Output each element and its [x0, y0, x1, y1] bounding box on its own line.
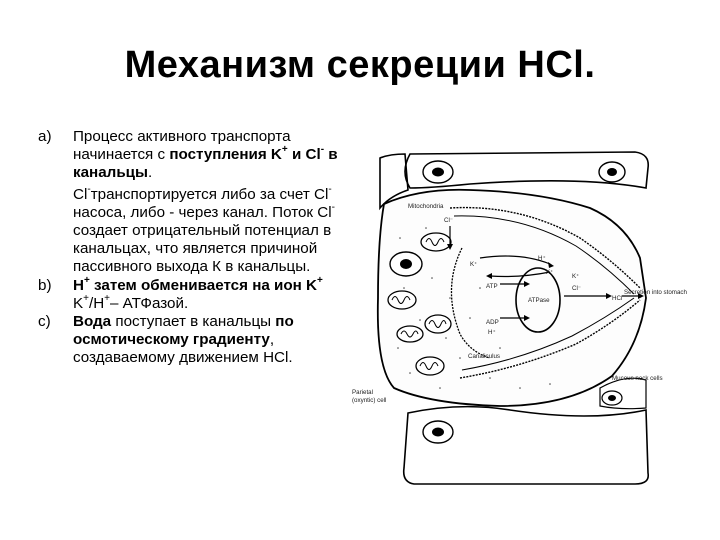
- superscript: +: [83, 293, 89, 304]
- parietal-cell-body: [378, 190, 646, 406]
- label-adp: ADP: [486, 319, 499, 326]
- label-canaliculus: Canaliculus: [468, 353, 500, 360]
- slide-title: Механизм секреции HCl.: [0, 44, 720, 87]
- note-text: создает отрицательный потенциал в каналь…: [73, 222, 331, 275]
- mitochondrion-5: [416, 357, 444, 375]
- label-k-plus-2: K⁺: [546, 269, 553, 276]
- item-bold: поступления K: [169, 146, 282, 163]
- label-cl-top: Cl⁻: [444, 217, 453, 224]
- superscript: -: [332, 202, 335, 213]
- superscript: +: [282, 144, 288, 155]
- label-hcl: HCl: [612, 295, 622, 302]
- list-item-a: a) Процесс активного транспорта начинает…: [30, 128, 346, 277]
- parietal-nucleus: [390, 252, 422, 276]
- label-atp: ATP: [486, 283, 498, 290]
- superscript: -: [87, 184, 90, 195]
- list-item-c: c) Вода поступает в канальцы по осмотиче…: [30, 313, 346, 368]
- label-k-plus-1: K⁺: [470, 261, 477, 268]
- item-text: поступает в канальцы: [111, 313, 275, 330]
- mitochondrion-4: [397, 326, 423, 342]
- list-marker: c): [38, 313, 51, 331]
- item-bold: Вода: [73, 313, 111, 330]
- note-text: транспортируется либо за счет Cl: [91, 186, 329, 203]
- label-k-plus-3: K⁺: [572, 273, 579, 280]
- superscript: -: [328, 184, 331, 195]
- item-text: .: [148, 164, 152, 181]
- superscript: -: [321, 144, 324, 155]
- list-marker: a): [38, 128, 52, 146]
- nucleus-right-top: [599, 162, 625, 182]
- label-mitochondria: Mitochondria: [408, 203, 444, 210]
- mitochondrion-2: [388, 291, 416, 309]
- superscript: +: [104, 293, 110, 304]
- label-atpase: ATPase: [528, 297, 550, 304]
- label-parietal: Parietal: [352, 389, 373, 396]
- note-text: Cl: [73, 186, 87, 203]
- label-mucous: Mucous neck cells: [612, 375, 663, 382]
- item-bold: затем обменивается на ион K: [90, 277, 317, 294]
- nucleus-bottom-right: [602, 391, 622, 405]
- label-secretion: Secretion into stomach: [624, 289, 687, 296]
- superscript: +: [317, 275, 323, 286]
- item-bold: H: [73, 277, 84, 294]
- list-item-b: b) H+ затем обменивается на ион K+ K+/H+…: [30, 277, 346, 313]
- list-marker: b): [38, 277, 52, 295]
- mitochondrion-1: [421, 233, 451, 251]
- mitochondrion-3: [425, 315, 451, 333]
- nucleus-bottom: [423, 421, 453, 443]
- label-parietal-sub: (oxyntic) cell: [352, 397, 386, 404]
- item-text: – АТФазой.: [110, 295, 188, 312]
- note-text: насоса, либо - через канал. Поток Cl: [73, 204, 332, 221]
- item-text: /H: [89, 295, 104, 312]
- explanation-list: a) Процесс активного транспорта начинает…: [30, 128, 346, 368]
- diagram-svg: Mitochondria Cl⁻ K⁺ H⁺ K⁺ K⁺ Cl⁻ ATP ATP…: [350, 148, 700, 486]
- parietal-cell-diagram: Mitochondria Cl⁻ K⁺ H⁺ K⁺ K⁺ Cl⁻ ATP ATP…: [350, 148, 700, 486]
- label-h-plus-1: H⁺: [538, 255, 546, 262]
- nucleus-top: [423, 161, 453, 183]
- label-h-plus-2: H⁺: [488, 329, 496, 336]
- label-cl-right: Cl⁻: [572, 285, 581, 292]
- item-text: K: [73, 295, 83, 312]
- item-note: Cl-транспортируется либо за счет Cl- нас…: [73, 186, 346, 277]
- item-bold: и Cl: [288, 146, 321, 163]
- bottom-cell-outline: [404, 407, 649, 484]
- superscript: +: [84, 275, 90, 286]
